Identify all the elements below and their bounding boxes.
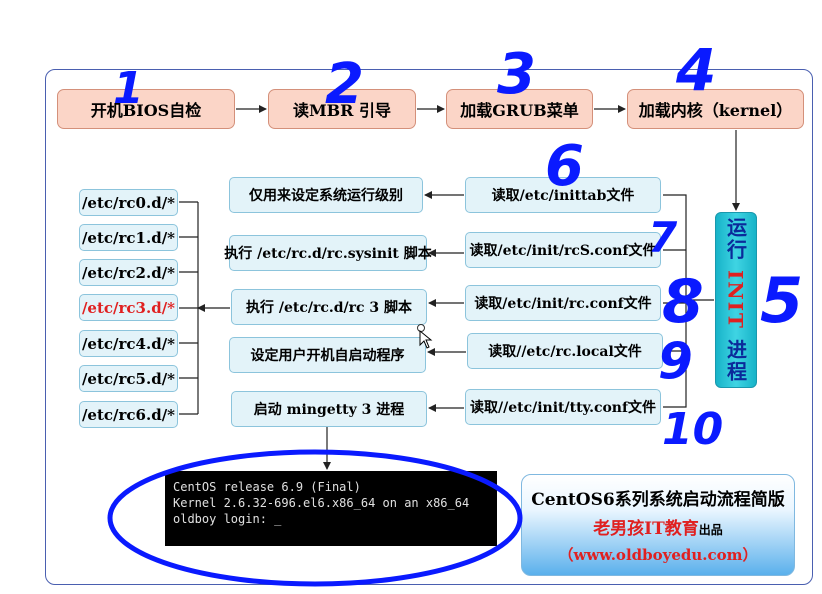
read-rc-local: 读取//etc/rc.local文件	[467, 333, 663, 369]
action-start-mingetty: 启动 mingetty 3 进程	[231, 391, 427, 427]
read-rc-conf: 读取/etc/init/rc.conf文件	[465, 285, 661, 321]
annotation-9: 9	[658, 332, 693, 390]
read-tty-conf: 读取//etc/init/tty.conf文件	[465, 389, 661, 425]
rc4-dir: /etc/rc4.d/*	[79, 330, 178, 357]
handwritten-annotations	[107, 449, 523, 587]
step-bios-self-check: 开机BIOS自检	[57, 89, 235, 129]
annotation-8: 8	[662, 267, 704, 337]
bracket-to-tty	[663, 300, 687, 408]
step-read-mbr: 读MBR 引导	[268, 89, 416, 129]
action-run-sysinit: 执行 /etc/rc.d/rc.sysinit 脚本	[224, 235, 432, 271]
init-bracket	[663, 194, 714, 301]
step-load-grub-menu: 加载GRUB菜单	[446, 89, 593, 129]
step-load-kernel: 加载内核（kernel）	[627, 89, 804, 129]
brand-panel: CentOS6系列系统启动流程简版 老男孩IT教育出品 （www.oldboye…	[521, 474, 795, 576]
step-run-init: 运行 INIT 进程	[715, 212, 757, 388]
read-inittab: 读取/etc/inittab文件	[465, 177, 661, 213]
rc1-dir: /etc/rc1.d/*	[79, 224, 178, 251]
annotation-6: 6	[545, 134, 584, 199]
init-label-prefix: 运行	[723, 217, 748, 262]
annotation-5: 5	[760, 264, 803, 337]
annotation-10: 10	[662, 404, 723, 455]
annotation-1: 1	[113, 63, 144, 114]
brand-org-name: 老男孩IT教育	[593, 519, 699, 540]
rc0-dir: /etc/rc0.d/*	[79, 189, 178, 216]
rc3-dir: /etc/rc3.d/*	[79, 294, 178, 321]
init-label-suffix: 进程	[723, 338, 748, 383]
terminal-line: CentOS release 6.9 (Final)	[173, 480, 361, 494]
annotation-4: 4	[675, 36, 716, 104]
action-user-autostart: 设定用户开机自启动程序	[229, 337, 426, 373]
rc2-dir: /etc/rc2.d/*	[79, 259, 178, 286]
brand-url: （www.oldboyedu.com）	[558, 545, 758, 564]
action-set-runlevel: 仅用来设定系统运行级别	[229, 177, 423, 213]
rc6-dir: /etc/rc6.d/*	[79, 401, 178, 428]
brand-org-suffix: 出品	[698, 523, 723, 538]
annotation-3: 3	[497, 42, 536, 107]
login-circle	[107, 449, 523, 587]
init-label: 运行 INIT 进程	[722, 217, 751, 383]
action-run-rc3: 执行 /etc/rc.d/rc 3 脚本	[231, 289, 427, 325]
init-label-highlight: INIT	[723, 270, 748, 330]
mouse-cursor-icon	[417, 324, 433, 349]
rc5-dir: /etc/rc5.d/*	[79, 365, 178, 392]
annotation-2: 2	[325, 52, 364, 117]
terminal-line: Kernel 2.6.32-696.el6.x86_64 on an x86_6…	[173, 496, 470, 510]
login-terminal: CentOS release 6.9 (Final) Kernel 2.6.32…	[165, 471, 497, 546]
brand-title: CentOS6系列系统启动流程简版	[531, 490, 785, 511]
brand-org: 老男孩IT教育出品	[593, 514, 723, 539]
terminal-line: oldboy login: _	[173, 512, 282, 526]
read-rcs-conf: 读取/etc/init/rcS.conf文件	[465, 232, 661, 268]
annotation-7: 7	[648, 213, 678, 262]
